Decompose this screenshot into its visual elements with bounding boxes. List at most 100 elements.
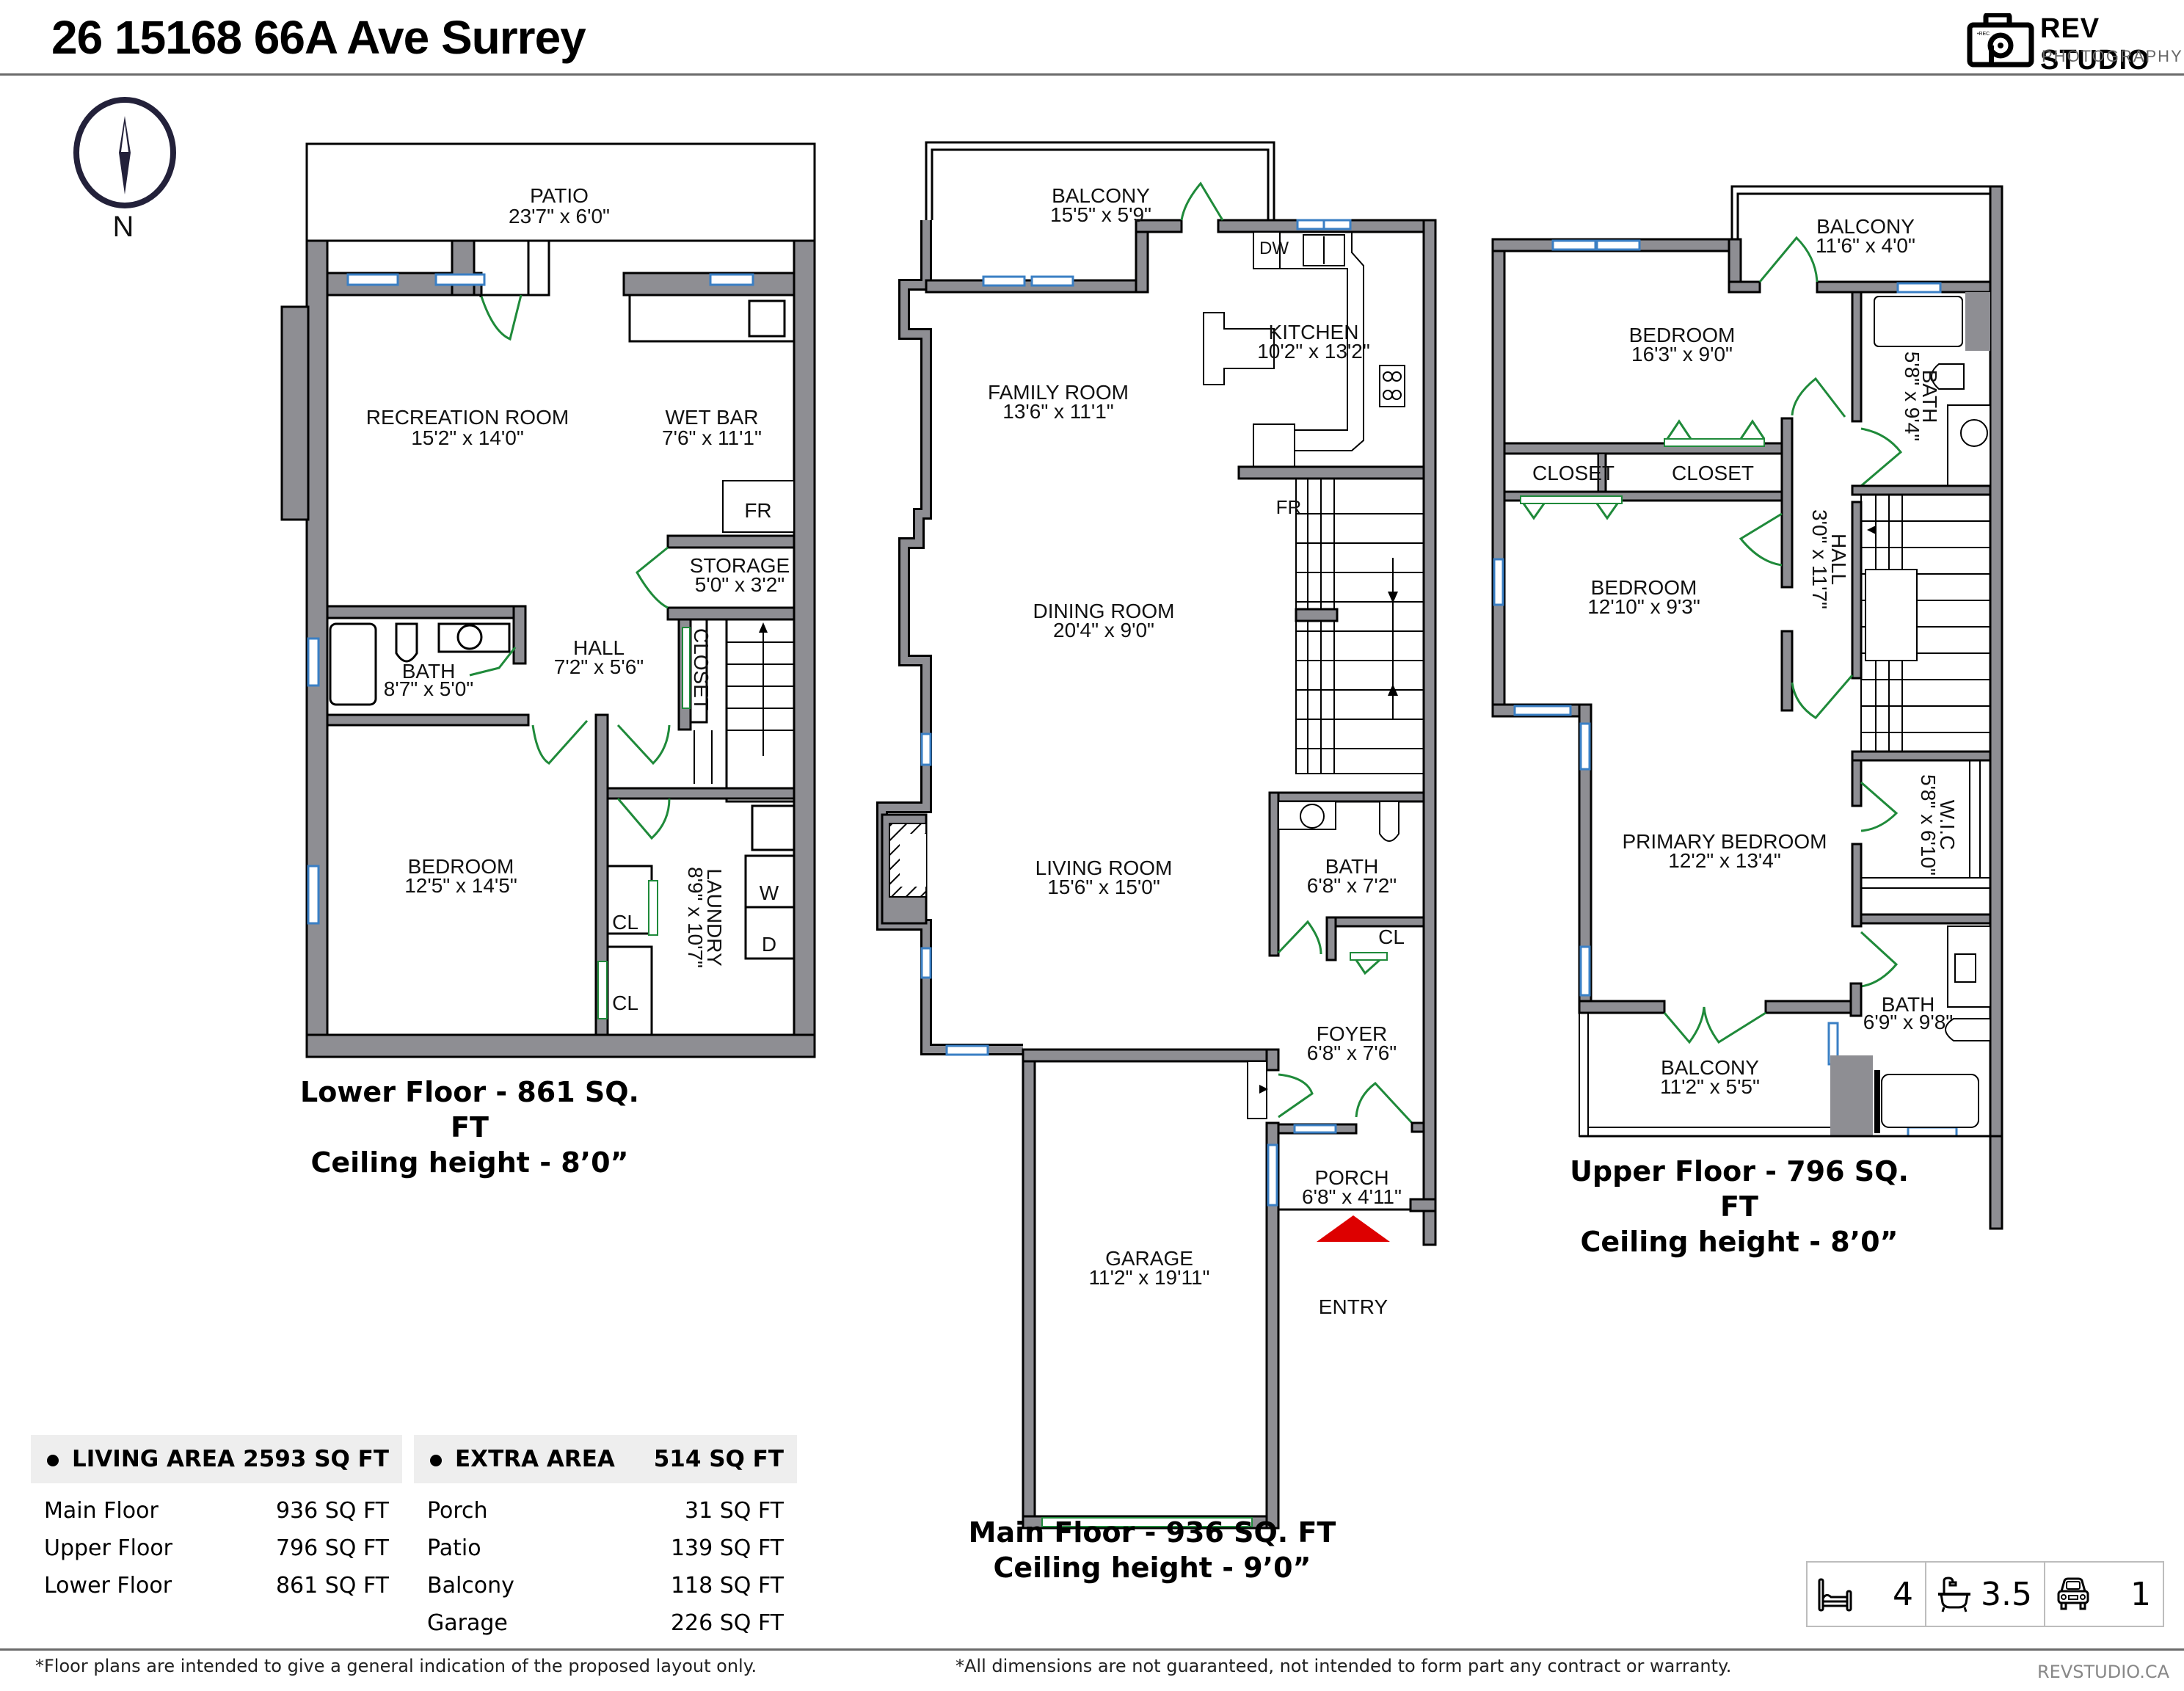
brand-logo: •REC REV STUDIO PHOTOGRAPHY (1967, 10, 2183, 76)
bedroom-count: 4 (1893, 1575, 1913, 1613)
main-floor-ceiling: Ceiling height - 9’0” (993, 1552, 1311, 1584)
table-row: Main Floor 936 SQ FT (31, 1492, 402, 1530)
room-label: WET BAR (665, 406, 758, 429)
footer-note-dimensions: *All dimensions are not guaranteed, not … (956, 1656, 1732, 1676)
room-label: KITCHEN (1269, 321, 1359, 343)
main-floor-caption: Main Floor - 936 SQ. FT Ceiling height -… (961, 1515, 1343, 1585)
room-dims: 8'9" x 10'7" (684, 867, 707, 968)
property-stats: 4 3.5 1 (1806, 1561, 2164, 1627)
room-label: STORAGE (690, 554, 790, 577)
lower-floor-area: Lower Floor - 861 SQ. FT (300, 1076, 639, 1143)
living-area-header: LIVING AREA 2593 SQ FT (31, 1435, 402, 1483)
row-label: Porch (427, 1498, 488, 1524)
row-label: Upper Floor (44, 1535, 173, 1561)
living-area-label: LIVING AREA (72, 1446, 236, 1472)
room-label: DW (1259, 239, 1289, 258)
room-dims: 12'2" x 13'4" (1668, 849, 1781, 872)
stat-parking: 1 (2045, 1563, 2163, 1626)
lower-floor-caption: Lower Floor - 861 SQ. FT Ceiling height … (279, 1074, 660, 1180)
room-label: FR (1276, 496, 1302, 518)
logo-brand-text: REV STUDIO (2040, 13, 2150, 76)
room-dims: 16'3" x 9'0" (1631, 343, 1733, 366)
upper-floor-area: Upper Floor - 796 SQ. FT (1570, 1155, 1909, 1223)
row-label: Garage (427, 1610, 508, 1636)
main-floor-plan: BALCONY 15'5" x 5'9" DW KITCHEN 10'2" x … (876, 141, 1437, 1530)
room-label: FAMILY ROOM (988, 381, 1129, 404)
room-dims: 12'5" x 14'5" (404, 874, 517, 897)
upper-floor-plan: BALCONY 11'6" x 4'0" BEDROOM 16'3" x 9'0… (1491, 185, 2003, 1230)
room-label: BEDROOM (1629, 324, 1736, 346)
room-label: BATH (1325, 855, 1379, 878)
room-label: BALCONY (1052, 184, 1150, 207)
entry-marker-icon (1317, 1215, 1390, 1242)
footer-note-layout: *Floor plans are intended to give a gene… (35, 1656, 757, 1676)
living-area-total: 2593 SQ FT (243, 1446, 389, 1472)
bed-icon (1818, 1578, 1852, 1612)
row-value: 31 SQ FT (685, 1498, 784, 1524)
room-dims: 3'0" x 11'7" (1808, 509, 1831, 609)
room-label: FR (744, 499, 771, 522)
lower-floor-plan: PATIO 23'7" x 6'0" RECREATION ROOM 15'2"… (280, 142, 816, 1058)
footer-divider (0, 1648, 2184, 1651)
table-row: Upper Floor 796 SQ FT (31, 1530, 402, 1567)
room-label: CL (612, 992, 638, 1014)
page-title: 26 15168 66A Ave Surrey (51, 11, 586, 64)
room-dims: 6'9" x 9'8" (1863, 1011, 1953, 1033)
room-dims: 13'6" x 11'1" (1002, 400, 1113, 423)
bullet-icon (47, 1454, 59, 1466)
row-label: Balcony (427, 1573, 514, 1599)
room-label: BEDROOM (408, 855, 514, 878)
room-label: W.I.C (1936, 800, 1959, 850)
room-label: BALCONY (1661, 1056, 1759, 1079)
room-label: HALL (573, 636, 625, 659)
room-dims: 11'2" x 19'11" (1089, 1266, 1210, 1289)
room-label: LAUNDRY (703, 868, 726, 967)
room-label: GARAGE (1105, 1247, 1193, 1270)
compass-icon (73, 97, 176, 208)
room-dims: 11'2" x 5'5" (1660, 1075, 1760, 1098)
room-dims: 15'5" x 5'9" (1050, 203, 1151, 226)
room-label: LIVING ROOM (1035, 857, 1173, 879)
row-value: 226 SQ FT (670, 1610, 784, 1636)
room-dims: 5'8" x 9'4" (1901, 352, 1923, 441)
bathroom-count: 3.5 (1981, 1575, 2032, 1613)
parking-count: 1 (2130, 1575, 2151, 1613)
lower-floor-ceiling: Ceiling height - 8’0” (310, 1146, 629, 1179)
row-value: 796 SQ FT (275, 1535, 389, 1561)
table-row: Garage 226 SQ FT (414, 1604, 797, 1642)
room-dims: 8'7" x 5'0" (384, 677, 473, 700)
extra-area-label: EXTRA AREA (455, 1446, 615, 1472)
upper-floor-caption: Upper Floor - 796 SQ. FT Ceiling height … (1548, 1154, 1930, 1259)
room-label: FOYER (1317, 1022, 1387, 1045)
room-label: PORCH (1314, 1166, 1388, 1189)
row-label: Patio (427, 1535, 481, 1561)
room-dims: 10'2" x 13'2" (1257, 340, 1370, 363)
room-dims: 5'8" x 6'10" (1917, 774, 1940, 876)
upper-floor-ceiling: Ceiling height - 8’0” (1580, 1226, 1899, 1258)
room-dims: 20'4" x 9'0" (1053, 619, 1154, 641)
room-label: RECREATION ROOM (366, 406, 569, 429)
room-label: BATH (1918, 370, 1941, 423)
room-label: BATH (1882, 993, 1935, 1016)
logo-sub-text: PHOTOGRAPHY (2042, 47, 2183, 65)
room-dims: 7'6" x 11'1" (662, 426, 762, 449)
row-label: Main Floor (44, 1498, 159, 1524)
compass-label: N (113, 211, 134, 243)
row-value: 936 SQ FT (275, 1498, 389, 1524)
room-dims: 11'6" x 4'0" (1816, 234, 1915, 257)
room-label: BALCONY (1816, 215, 1915, 238)
row-value: 139 SQ FT (670, 1535, 784, 1561)
room-label: CLOSET (1672, 462, 1754, 484)
svg-text:•REC: •REC (1977, 32, 1990, 37)
room-label: D (762, 933, 776, 956)
row-value: 861 SQ FT (275, 1573, 389, 1599)
car-icon (2057, 1577, 2089, 1610)
room-dims: 15'6" x 15'0" (1047, 876, 1160, 898)
stat-bathrooms: 3.5 (1926, 1563, 2045, 1626)
main-floor-area: Main Floor - 936 SQ. FT (968, 1516, 1336, 1549)
room-dims: 7'2" x 5'6" (554, 655, 644, 678)
footer-website[interactable]: REVSTUDIO.CA (2037, 1662, 2169, 1682)
